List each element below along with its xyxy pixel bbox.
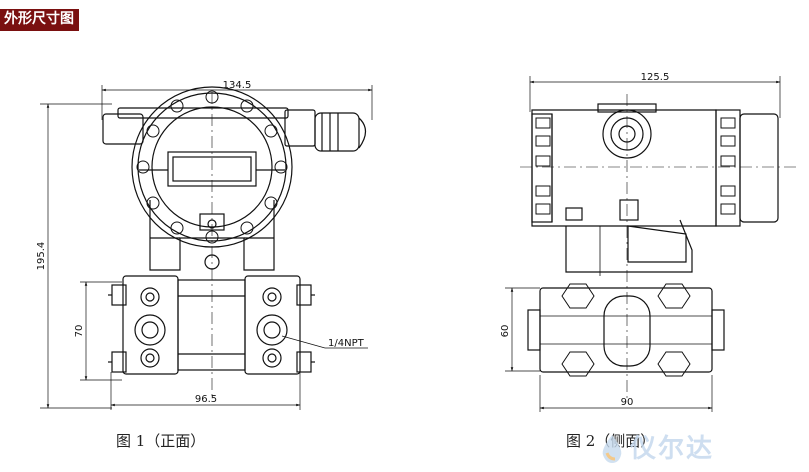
dim-front-height xyxy=(40,103,112,409)
dim-text-width-top: 134.5 xyxy=(223,80,252,91)
cover-bolts xyxy=(136,90,288,244)
side-view xyxy=(505,76,800,412)
page-title: 外形尺寸图 xyxy=(0,9,79,31)
thread-label: 1/4NPT xyxy=(328,338,365,349)
front-view xyxy=(40,85,373,410)
dim-front-width-bottom xyxy=(110,372,301,410)
dim-text-width-bottom: 96.5 xyxy=(195,394,217,405)
watermark-brand: 仪尔达 xyxy=(630,434,715,464)
dim-text-side-flange-height: 60 xyxy=(500,325,511,338)
dim-text-flange-height: 70 xyxy=(74,325,85,338)
dim-side-flange-height xyxy=(505,287,540,372)
dim-text-height: 195.4 xyxy=(36,242,47,271)
dim-side-width-bottom xyxy=(539,375,713,412)
dim-text-side-width-bottom: 90 xyxy=(621,397,634,408)
droplet-logo-icon xyxy=(602,435,622,463)
dim-text-side-width-top: 125.5 xyxy=(641,72,670,83)
dim-side-width-top xyxy=(529,76,781,118)
dim-front-width-top xyxy=(101,85,373,120)
dim-front-flange-height xyxy=(80,281,122,381)
front-view-caption: 图 1（正面） xyxy=(116,432,206,450)
